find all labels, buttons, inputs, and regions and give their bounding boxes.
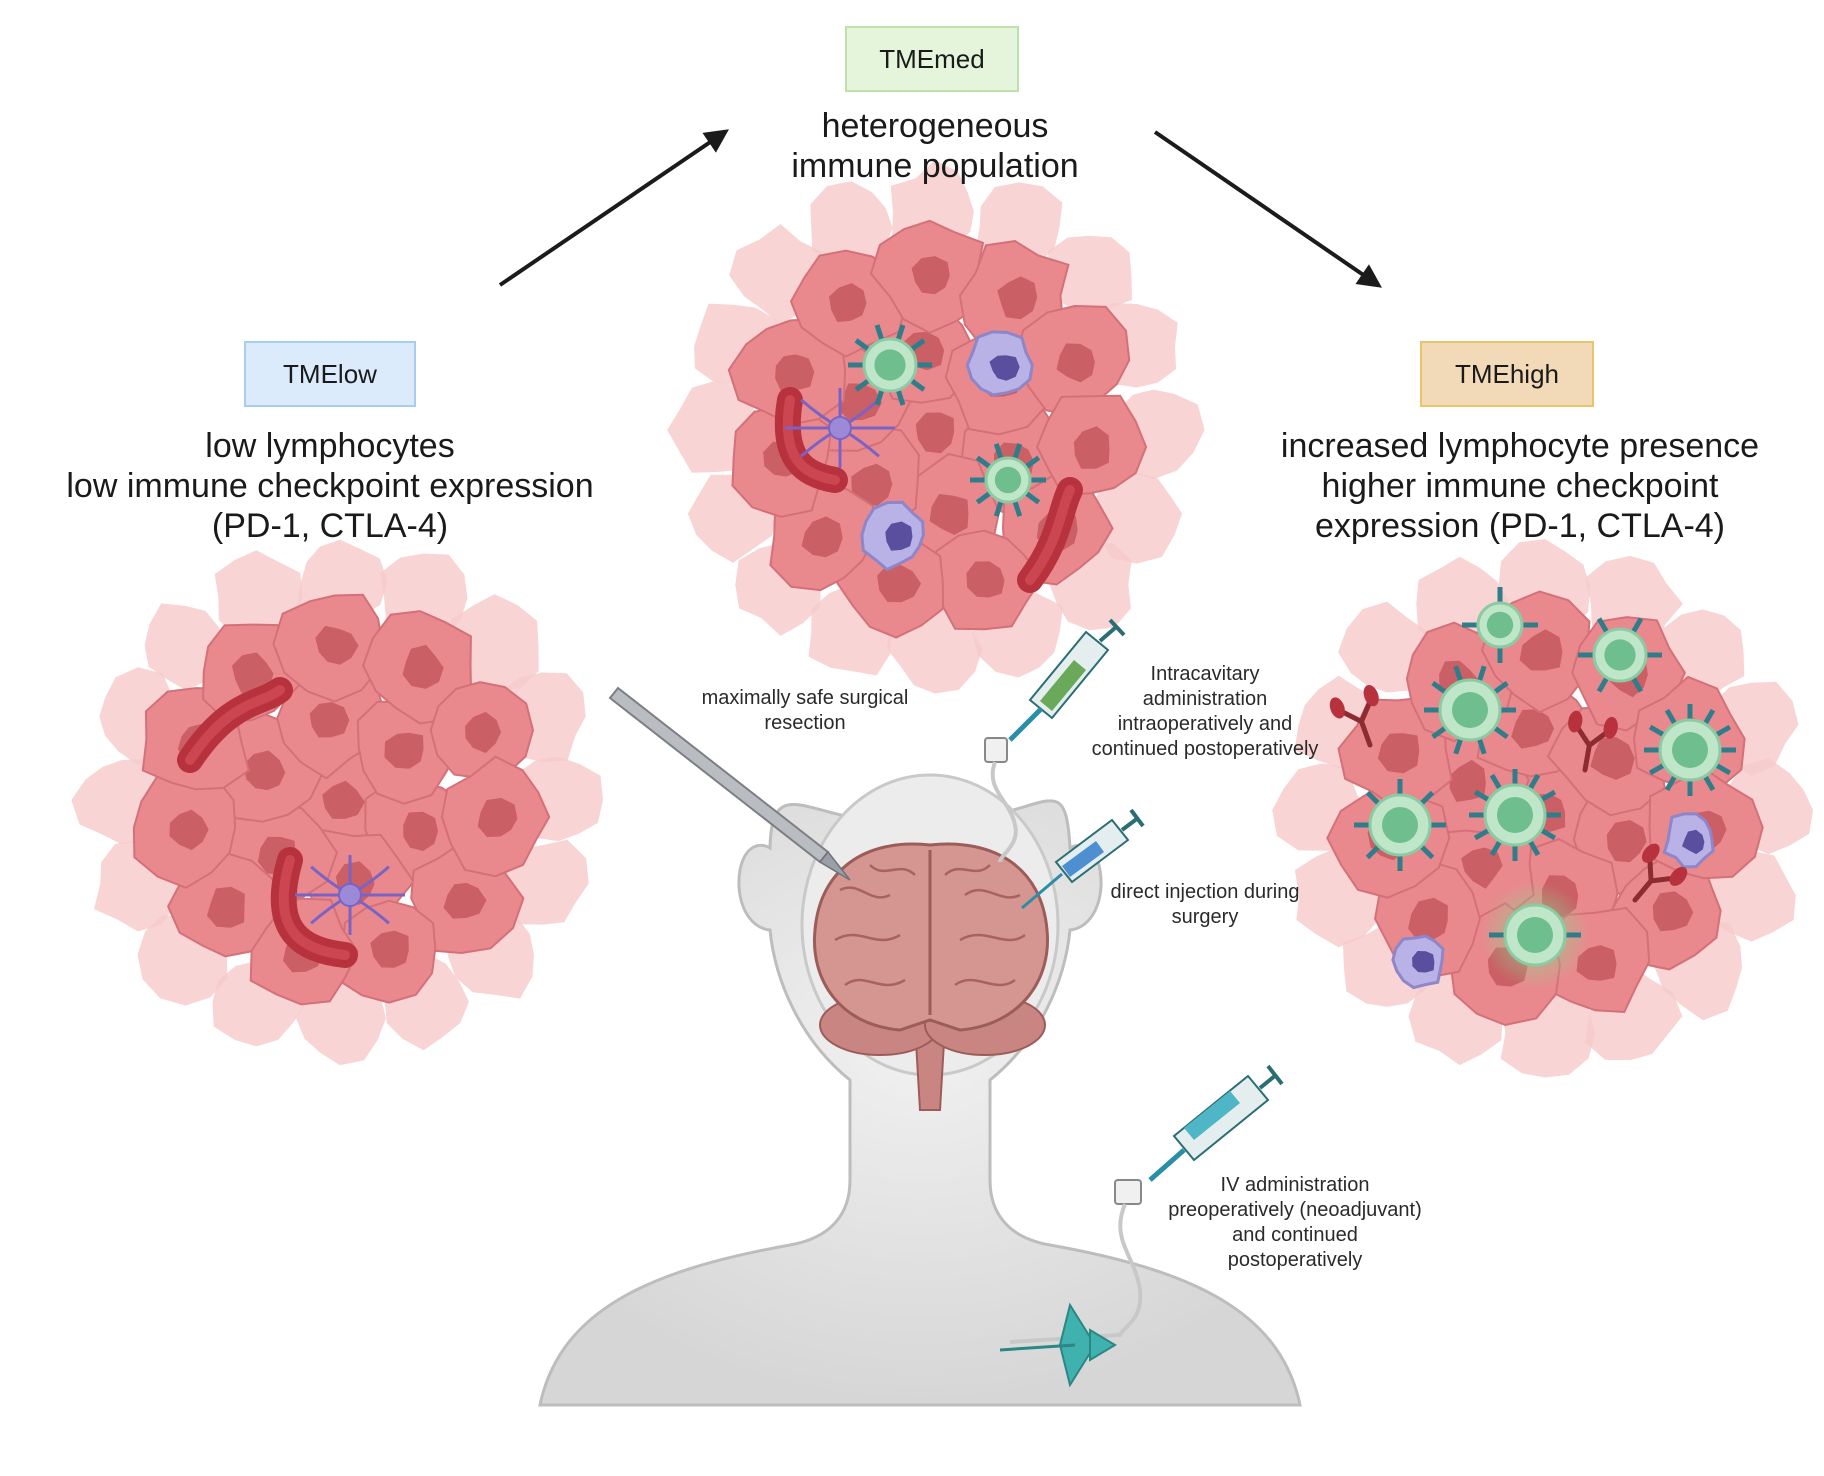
arrow-med-to-high — [1153, 130, 1382, 288]
tme-low-line: (PD-1, CTLA-4) — [211, 507, 449, 545]
arrow-low-to-med — [498, 129, 729, 287]
intracavitary-note: Intracavitary administration intraoperat… — [1055, 662, 1355, 762]
tme-low-tag: TMElow — [244, 341, 416, 407]
resection-note: maximally safe surgical resection — [660, 686, 950, 736]
astrocyte-icon — [295, 855, 405, 935]
intracavitary-line: intraoperatively and — [1117, 713, 1293, 735]
syringe-icon — [1009, 1064, 1284, 1344]
tme-high-tag: TMEhigh — [1420, 341, 1594, 407]
macrophage-icon — [860, 500, 925, 572]
lymphocyte-icon — [1578, 617, 1662, 693]
tme-high-line: increased lymphocyte presence — [1280, 427, 1760, 465]
lymphocyte-icon — [1644, 704, 1736, 796]
macrophage-icon — [965, 330, 1034, 397]
lymphocyte-icon — [970, 443, 1046, 517]
tme-high-line: higher immune checkpoint — [1321, 467, 1719, 505]
tme-high-line: expression (PD-1, CTLA-4) — [1314, 507, 1725, 545]
macrophage-icon — [1662, 812, 1715, 869]
tme-med-line: heterogeneous — [821, 107, 1049, 145]
direct-injection-line: surgery — [1171, 906, 1239, 928]
iv-administration-line: preoperatively (neoadjuvant) — [1168, 1199, 1422, 1221]
iv-administration-note: IV administration preoperatively (neoadj… — [1150, 1173, 1440, 1273]
lymphocyte-icon — [1462, 587, 1538, 663]
lymphocyte-icon — [1354, 779, 1446, 871]
tme-low-line: low lymphocytes — [205, 427, 455, 465]
intracavitary-line: Intracavitary — [1150, 663, 1260, 685]
lymphocyte-icon — [848, 324, 932, 406]
direct-injection-line: direct injection during — [1110, 881, 1300, 903]
iv-administration-line: postoperatively — [1227, 1249, 1363, 1271]
tumor-cluster-icon — [71, 539, 603, 1066]
intracavitary-line: administration — [1142, 688, 1268, 710]
antibody-icon — [1329, 685, 1379, 748]
iv-administration-line: and continued — [1232, 1224, 1358, 1246]
iv-administration-line: IV administration — [1220, 1174, 1370, 1196]
tme-low-line: low immune checkpoint expression — [66, 467, 594, 505]
antibody-icon — [1568, 710, 1618, 773]
tme-med-line: immune population — [791, 147, 1079, 185]
macrophage-icon — [1391, 934, 1445, 990]
tme-med-tag: TMEmed — [845, 26, 1019, 92]
lymphocyte-icon — [1424, 665, 1516, 755]
tme-high-description: increased lymphocyte presence higher imm… — [1240, 426, 1800, 546]
scalpel-icon — [608, 686, 851, 881]
butterfly-needle-icon — [999, 1302, 1117, 1388]
tme-med-description: heterogeneous immune population — [710, 106, 1160, 186]
brain-icon — [812, 842, 1049, 1111]
tme-low-description: low lymphocytes low immune checkpoint ex… — [30, 426, 630, 546]
resection-line: maximally safe surgical — [701, 687, 909, 709]
antibody-icon — [1632, 843, 1688, 903]
astrocyte-icon — [785, 388, 895, 468]
syringe-icon — [984, 618, 1126, 863]
intracavitary-line: continued postoperatively — [1091, 738, 1319, 760]
direct-injection-note: direct injection during surgery — [1075, 880, 1335, 930]
resection-line: resection — [764, 712, 846, 734]
syringe-icon — [1021, 808, 1145, 910]
lymphocyte-icon — [1469, 769, 1561, 861]
tumor-cluster-icon — [667, 160, 1205, 694]
lymphocyte-icon — [1481, 881, 1589, 989]
